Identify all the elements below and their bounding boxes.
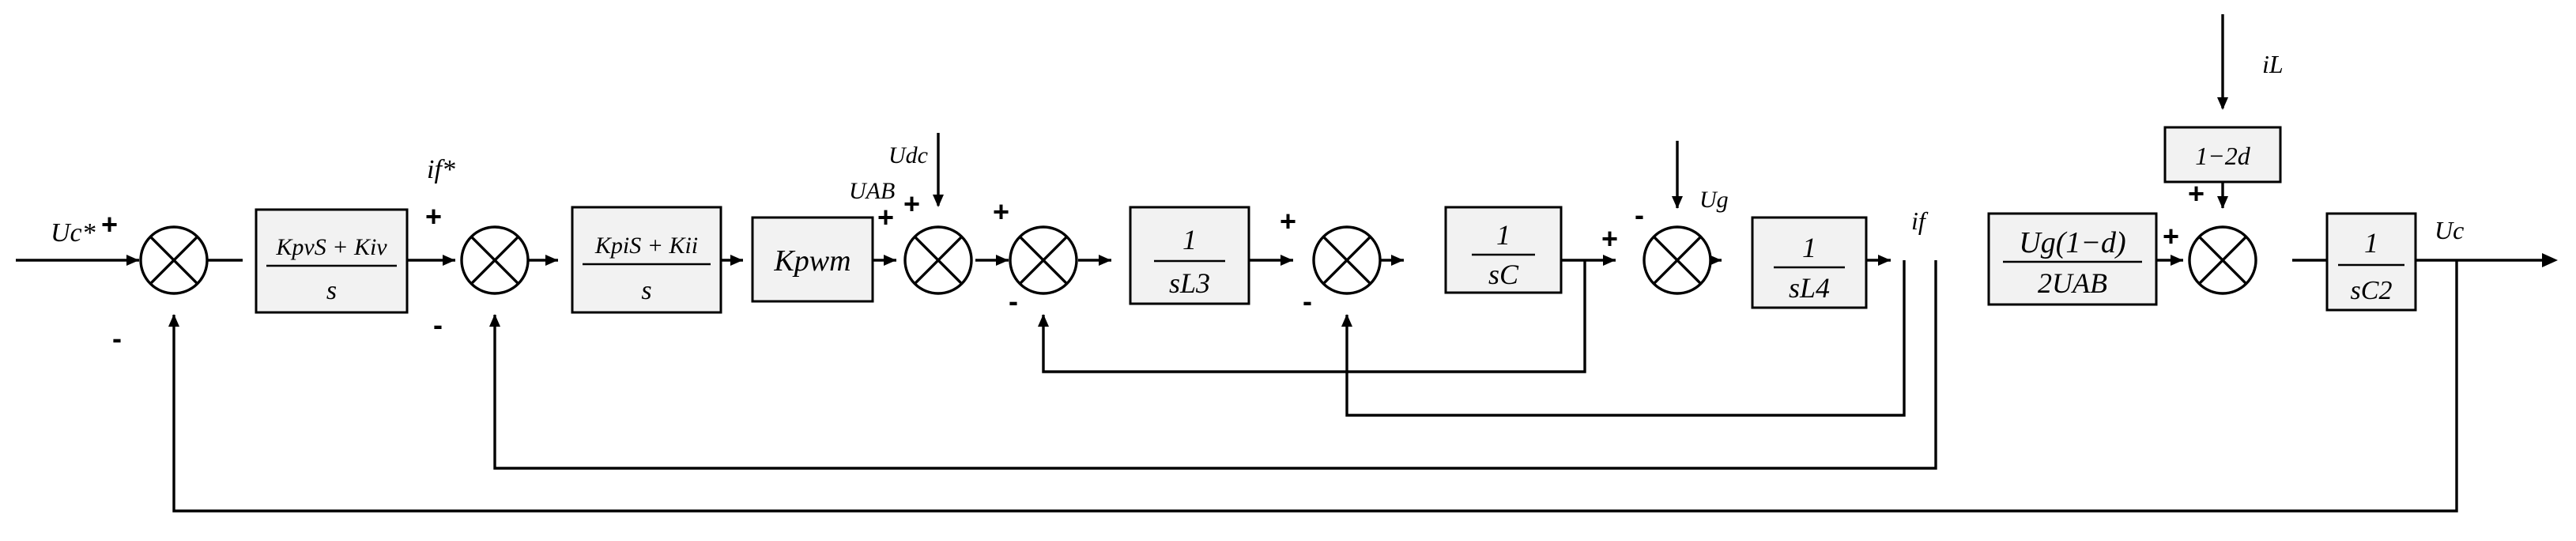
block-denominator: sC2	[2351, 276, 2393, 305]
block-denominator: s	[326, 276, 337, 305]
sum-junction-5	[1312, 225, 1382, 295]
block-pi-voltage: KpvS + Kiv s	[255, 208, 409, 314]
sign-s7-top: +	[2188, 177, 2204, 210]
block-numerator: 1	[1182, 224, 1197, 255]
block-denominator: sL3	[1169, 267, 1210, 299]
label-uc-ref: Uc*	[51, 218, 96, 248]
block-numerator: KpiS + Kii	[594, 233, 698, 259]
label-ug: Ug	[1699, 187, 1729, 213]
block-numerator: KpvS + Kiv	[275, 234, 387, 260]
block-inductor-l3: 1 sL3	[1129, 206, 1250, 305]
sign-s1-fb: -	[112, 322, 122, 354]
block-numerator: 1	[1496, 219, 1511, 251]
sign-s4-in: +	[993, 195, 1009, 228]
block-denominator: s	[641, 276, 651, 305]
block-capacitor-c: 1 sC	[1444, 206, 1563, 294]
arrowheads	[126, 97, 2558, 327]
block-duty-ratio: 1−2d	[2163, 126, 2282, 183]
block-gain-ug: Ug(1−d) 2UAB	[1987, 212, 2158, 306]
label-udc: Udc	[888, 142, 928, 168]
sum-signs: + - + - + + + - + - + - + +	[101, 177, 2204, 354]
block-denominator: sC	[1488, 259, 1519, 290]
block-kpwm: Kpwm	[751, 216, 874, 303]
block-pi-current: KpiS + Kii s	[571, 206, 722, 314]
sum-junction-3	[903, 225, 973, 295]
sign-s4-fb: -	[1009, 285, 1018, 317]
sum-junction-6	[1643, 225, 1712, 295]
label-if-ref: if*	[427, 155, 455, 184]
sum-junction-7	[2188, 225, 2257, 295]
block-numerator: 1	[2364, 227, 2378, 259]
block-numerator: Ug(1−d)	[2019, 226, 2125, 259]
sign-s1-in: +	[101, 208, 118, 240]
block-denominator: 2UAB	[2038, 267, 2107, 299]
label-il: iL	[2262, 50, 2284, 78]
block-capacitor-c2: 1 sC2	[2325, 212, 2417, 312]
label-uc-out: Uc	[2435, 216, 2464, 244]
block-numerator: 1	[1802, 232, 1816, 263]
sign-s2-in: +	[425, 200, 442, 233]
signal-labels: Uc* if* Udc UAB Ug if iL Uc	[51, 50, 2464, 248]
sign-s3-in-a: +	[877, 201, 894, 233]
label-if: if	[1911, 206, 1929, 235]
block-inductor-l4: 1 sL4	[1751, 216, 1868, 309]
label-uab: UAB	[849, 178, 895, 204]
sign-s5-fb: -	[1303, 285, 1312, 317]
sign-s2-fb: -	[433, 308, 443, 341]
sign-s6-in: +	[1601, 222, 1618, 255]
sum-junction-4	[1009, 225, 1078, 295]
block-denominator: sL4	[1789, 272, 1830, 304]
sign-s5-in: +	[1280, 205, 1296, 237]
sign-s3-in-b: +	[903, 187, 920, 220]
sum-junction-2	[460, 225, 530, 295]
block-gain-label: Kpwm	[773, 244, 850, 278]
block-gain-label: 1−2d	[2195, 142, 2251, 170]
sign-s7-in: +	[2163, 220, 2179, 252]
sum-junction-1	[139, 225, 209, 295]
sign-s6-top: -	[1635, 199, 1644, 231]
